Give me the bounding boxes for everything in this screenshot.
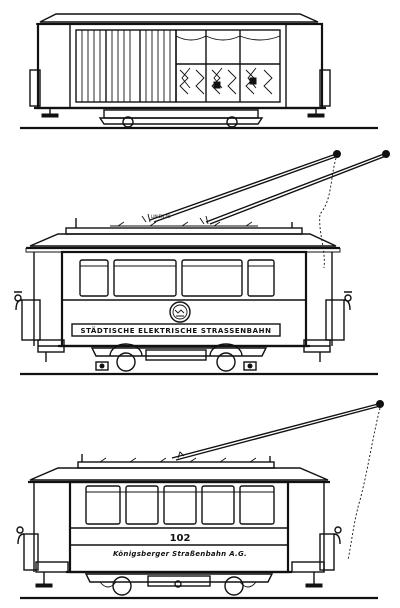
- trolley-poles: LINIEN 40: [141, 150, 390, 269]
- open-bays: [175, 29, 281, 103]
- bench-lattice: [179, 67, 273, 95]
- tram-top-summer-car: [20, 13, 378, 130]
- car-body: [68, 480, 290, 574]
- roof: [25, 218, 341, 253]
- svg-text:LINIEN 40: LINIEN 40: [151, 214, 171, 219]
- windows: [79, 259, 275, 297]
- roof: [28, 454, 330, 484]
- truck: [41, 108, 325, 128]
- trolley-pole: [171, 400, 384, 561]
- windows: [85, 485, 275, 525]
- curtain-panels: [75, 29, 177, 103]
- tram-middle-motor-car: LINIEN 40: [14, 150, 390, 376]
- operator-lettering: Königsberger Straßenbahn A.G.: [113, 550, 247, 558]
- roof: [39, 13, 319, 23]
- city-crest: [169, 301, 191, 323]
- tram-bottom-car-102: 102 Königsberger Straßenbahn A.G.: [16, 400, 384, 600]
- truck: [35, 572, 323, 596]
- truck: [45, 343, 321, 372]
- end-platforms: [16, 482, 342, 573]
- side-lettering: STÄDTISCHE ELEKTRISCHE STRASSENBAHN: [80, 326, 271, 335]
- fleet-number: 102: [170, 533, 191, 544]
